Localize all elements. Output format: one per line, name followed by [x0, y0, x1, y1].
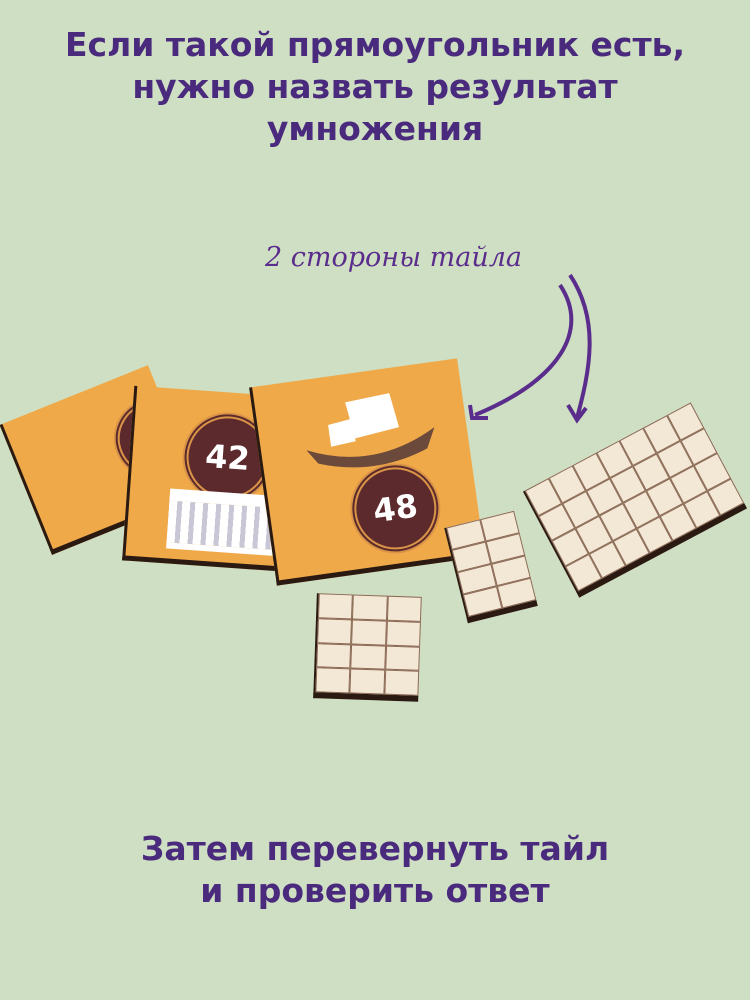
footer-line-2: и проверить ответ — [200, 871, 550, 910]
heading-line-2: нужно назвать результат — [132, 67, 618, 106]
heading: Если такой прямоугольник есть, нужно наз… — [0, 24, 750, 150]
arrow-icon — [568, 273, 592, 419]
annotation-label: 2 стороны тайла — [265, 242, 523, 273]
arrow-head-icon — [468, 404, 488, 420]
grid-tile-small-left — [313, 593, 422, 702]
heading-line-3: умножения — [266, 109, 484, 148]
footer-line-1: Затем перевернуть тайл — [140, 829, 610, 868]
footer: Затем перевернуть тайл и проверить ответ — [0, 828, 750, 912]
ship-icon — [306, 393, 435, 468]
card-48: 48 — [249, 358, 485, 586]
arrow-icon — [474, 283, 574, 417]
heading-line-1: Если такой прямоугольник есть, — [65, 25, 685, 64]
arrow-head-icon — [566, 403, 588, 424]
